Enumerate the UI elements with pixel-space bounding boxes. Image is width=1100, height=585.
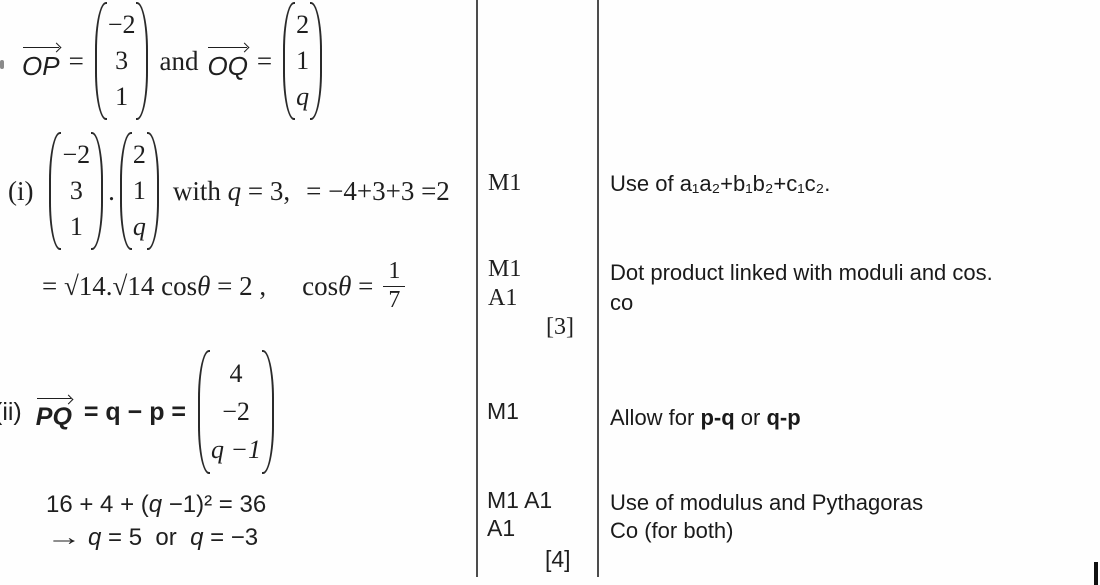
mark-ii-m1a1: M1 A1 — [487, 487, 553, 513]
matrix-cell: 1 — [296, 46, 310, 75]
matrix-cell: q — [296, 82, 310, 111]
equals-sign: = — [68, 45, 84, 76]
part-ii-pq-line: (ii) PQ = q − p = 4 −2 q −1 — [0, 350, 276, 474]
implies-arrow-icon: → — [46, 524, 82, 551]
mark-i-m1: M1 — [488, 170, 522, 196]
comment-modulus-pythagoras: Use of modulus and Pythagoras Co (for bo… — [610, 489, 923, 545]
equation-text: −1)² = 36 — [162, 491, 267, 518]
matrix-cell: q −1 — [211, 435, 262, 464]
matrix-cell: q — [132, 212, 146, 241]
matrix-a: −2 3 1 — [49, 132, 103, 250]
equation-text: = −3 — [203, 524, 259, 551]
pythagoras-equations: 16 + 4 + (q −1)² = 36 →q = 5 or q = −3 — [46, 488, 266, 554]
matrix-oq: 2 1 q — [283, 2, 323, 120]
cos-text: cos — [302, 270, 339, 301]
comment-line: Dot product linked with moduli and cos. — [610, 260, 993, 285]
matrix-cell: −2 — [222, 397, 250, 426]
theta-symbol: θ — [197, 270, 211, 301]
vector-oq-label: OQ — [207, 50, 248, 81]
comment-line: co — [610, 290, 634, 315]
mark-ii-a1: A1 — [487, 515, 516, 541]
q-variable: q — [190, 524, 204, 551]
matrix-pq: 4 −2 q −1 — [198, 350, 275, 474]
q-variable: q — [227, 175, 242, 206]
bold-q-minus-p: q-p — [766, 405, 801, 430]
matrix-cell: 1 — [69, 212, 83, 241]
equation-text: = 5 or — [101, 524, 191, 551]
sqrt-text: = √14.√14 cos — [42, 270, 198, 301]
matrix-cell: 1 — [115, 82, 129, 111]
theta-symbol: θ — [338, 270, 352, 301]
vector-arrow-icon — [207, 42, 248, 52]
matrix-cell: −2 — [62, 140, 91, 169]
equals-sign: = — [351, 270, 374, 301]
vector-arrow-icon — [36, 393, 72, 403]
cos-theta-equals: cosθ = — [302, 271, 373, 302]
comment-line: Use of modulus and Pythagoras — [610, 490, 924, 515]
mark-ii-total: [4] — [545, 546, 571, 572]
vector-op: OP — [22, 42, 60, 80]
dot-product-result: = −4+3+3 =2 — [306, 175, 450, 206]
mark-i-total: [3] — [546, 314, 574, 340]
dot-product-operator: . — [108, 175, 115, 206]
part-ii-label: (ii) — [0, 397, 22, 426]
part-i-label: (i) — [8, 175, 34, 206]
mark-ii-m1: M1 — [487, 398, 519, 424]
page-edge-mark — [1094, 562, 1098, 585]
fraction-one-seventh: 1 7 — [383, 258, 406, 314]
matrix-cell: −2 — [107, 10, 136, 39]
column-divider-left — [476, 0, 478, 577]
column-divider-right — [597, 0, 599, 577]
q-variable: q — [88, 524, 102, 551]
q-minus-p-expression: = q − p = — [83, 397, 187, 426]
matrix-cell: 2 — [132, 140, 146, 169]
mark-i-m1b: M1 — [488, 256, 522, 282]
part-i-dot-product-line: (i) −2 3 1 . 2 1 q with q = 3, = −4+3+3 … — [8, 132, 450, 250]
matrix-cell: 2 — [296, 10, 310, 39]
vector-oq: OQ — [207, 42, 248, 81]
vector-pq: PQ — [35, 393, 72, 432]
matrix-b: 2 1 q — [119, 132, 159, 250]
comment-text: or — [734, 405, 767, 430]
equation-text: 16 + 4 + ( — [46, 491, 149, 518]
comment-allow-pq: Allow for p-q or q-p — [610, 405, 801, 431]
with-q-phrase: with q = 3, — [173, 176, 290, 207]
q-solutions-line: →q = 5 or q = −3 — [46, 521, 266, 554]
with-text: with — [172, 175, 228, 206]
q-variable: q — [148, 491, 163, 518]
matrix-cell: 3 — [115, 46, 129, 75]
vector-op-label: OP — [22, 50, 60, 81]
given-vectors-line: OP = −2 3 1 and OQ = 2 1 q — [22, 2, 324, 120]
sqrt-expression: = √14.√14 cosθ = 2 , — [42, 271, 266, 302]
equals-sign: = — [256, 45, 273, 76]
comment-line: Co (for both) — [610, 518, 734, 543]
equals-two-text: = 2 , — [210, 270, 267, 301]
fraction-denominator: 7 — [388, 287, 401, 313]
pythagoras-equation-line: 16 + 4 + (q −1)² = 36 — [46, 488, 266, 521]
cut-off-text-mark — [0, 60, 4, 69]
conjunction-and: and — [159, 45, 199, 76]
bold-p-minus-q: p-q — [700, 405, 735, 430]
mark-i-a1: A1 — [488, 285, 518, 311]
vector-pq-label: PQ — [35, 403, 72, 432]
matrix-cell: 4 — [229, 359, 243, 388]
matrix-op: −2 3 1 — [94, 2, 149, 120]
vector-arrow-icon — [22, 42, 60, 52]
comment-moduli-cos: Dot product linked with moduli and cos. … — [610, 258, 993, 318]
matrix-cell: 3 — [69, 176, 83, 205]
matrix-cell: 1 — [132, 176, 146, 205]
equals-three-text: = 3, — [241, 175, 291, 206]
comment-dot-product-formula: Use of a₁a₂+b₁b₂+c₁c₂. — [610, 171, 831, 196]
fraction-numerator: 1 — [383, 258, 406, 287]
cos-theta-line: = √14.√14 cosθ = 2 , cosθ = 1 7 — [42, 258, 406, 314]
comment-text: Allow for — [610, 405, 701, 430]
